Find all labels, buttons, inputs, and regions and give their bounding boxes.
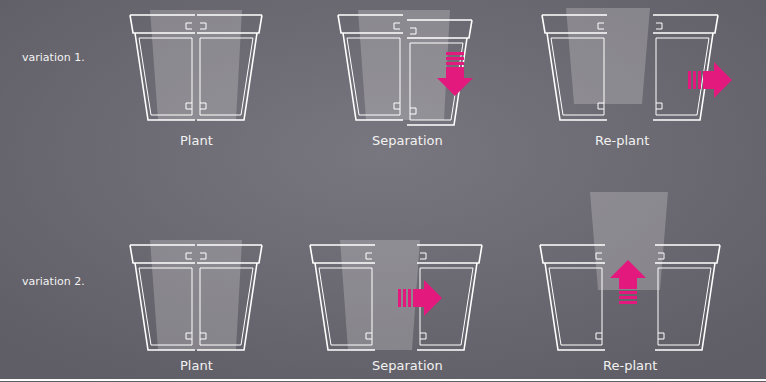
step-label: Re-plant: [603, 358, 657, 374]
variation-label: variation 1.: [22, 50, 85, 66]
step-label: Re-plant: [595, 133, 649, 149]
root-ball: [150, 10, 242, 120]
step-label: Separation: [372, 133, 443, 149]
variation-label: variation 2.: [22, 274, 85, 290]
step-label: Separation: [372, 358, 443, 374]
step-label: Plant: [180, 358, 213, 374]
step-label: Plant: [180, 133, 213, 149]
